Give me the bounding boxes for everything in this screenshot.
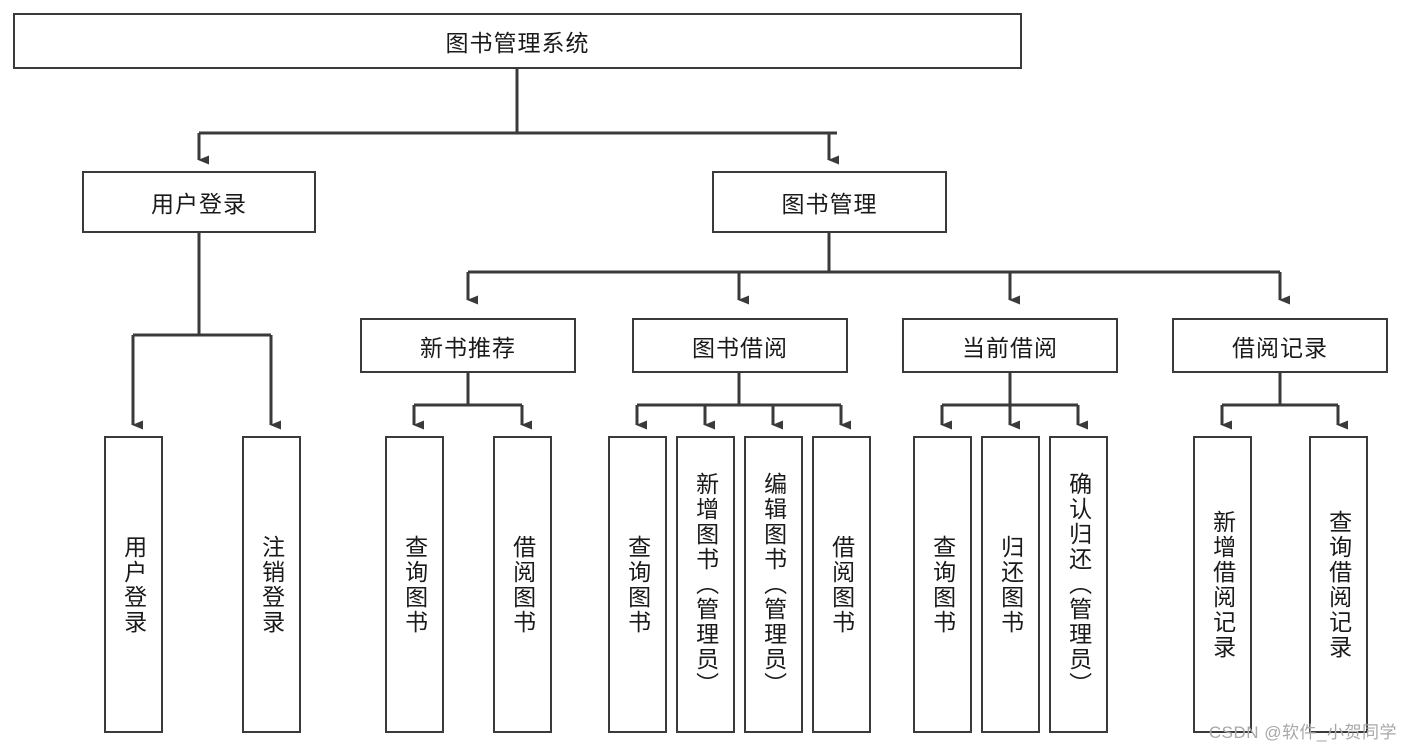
node-label: 用户登录 xyxy=(151,191,247,217)
leaf-new-book-borrow[interactable]: 借阅图书 xyxy=(493,436,552,733)
watermark-text: CSDN @软件_小贺同学 xyxy=(1208,723,1397,742)
leaf-book-borrow-borrow[interactable]: 借阅图书 xyxy=(812,436,871,733)
leaf-current-borrow-query[interactable]: 查询图书 xyxy=(913,436,972,733)
node-label: 新书推荐 xyxy=(420,334,516,361)
node-book-management[interactable]: 图书管理 xyxy=(712,171,947,233)
leaf-book-borrow-query[interactable]: 查询图书 xyxy=(608,436,667,733)
node-current-borrow[interactable]: 当前借阅 xyxy=(902,318,1118,373)
node-label: 借阅图书 xyxy=(828,534,855,635)
node-root-book-management-system[interactable]: 图书管理系统 xyxy=(13,13,1022,69)
node-label: 借阅记录 xyxy=(1232,334,1328,361)
node-label: 当前借阅 xyxy=(962,334,1058,361)
node-label: 新增借阅记录 xyxy=(1209,509,1236,660)
leaf-current-borrow-return[interactable]: 归还图书 xyxy=(981,436,1040,733)
leaf-borrow-record-add[interactable]: 新增借阅记录 xyxy=(1193,436,1252,733)
node-new-book-recommend[interactable]: 新书推荐 xyxy=(360,318,576,373)
node-label: 查询图书 xyxy=(929,534,956,635)
leaf-user-login-logout[interactable]: 注销登录 xyxy=(242,436,301,733)
node-label: 新增图书（管理员） xyxy=(692,472,719,697)
node-label: 编辑图书（管理员） xyxy=(760,472,787,697)
node-label: 借阅图书 xyxy=(509,534,536,635)
leaf-borrow-record-query[interactable]: 查询借阅记录 xyxy=(1309,436,1368,733)
node-label: 图书借阅 xyxy=(692,334,788,361)
node-label: 归还图书 xyxy=(997,534,1024,635)
leaf-user-login-login[interactable]: 用户登录 xyxy=(104,436,163,733)
node-user-login[interactable]: 用户登录 xyxy=(82,171,316,233)
node-label: 图书管理系统 xyxy=(445,30,590,56)
leaf-current-borrow-confirm-return[interactable]: 确认归还（管理员） xyxy=(1049,436,1108,733)
node-label: 查询图书 xyxy=(624,534,651,635)
node-borrow-record[interactable]: 借阅记录 xyxy=(1172,318,1388,373)
node-label: 用户登录 xyxy=(120,534,147,635)
leaf-new-book-query[interactable]: 查询图书 xyxy=(385,436,444,733)
leaf-book-borrow-edit[interactable]: 编辑图书（管理员） xyxy=(744,436,803,733)
node-label: 注销登录 xyxy=(258,534,285,635)
leaf-book-borrow-add[interactable]: 新增图书（管理员） xyxy=(676,436,735,733)
node-label: 图书管理 xyxy=(781,191,878,217)
node-book-borrow[interactable]: 图书借阅 xyxy=(632,318,848,373)
node-label: 查询借阅记录 xyxy=(1325,509,1352,660)
node-label: 查询图书 xyxy=(401,534,428,635)
node-label: 确认归还（管理员） xyxy=(1065,472,1092,697)
